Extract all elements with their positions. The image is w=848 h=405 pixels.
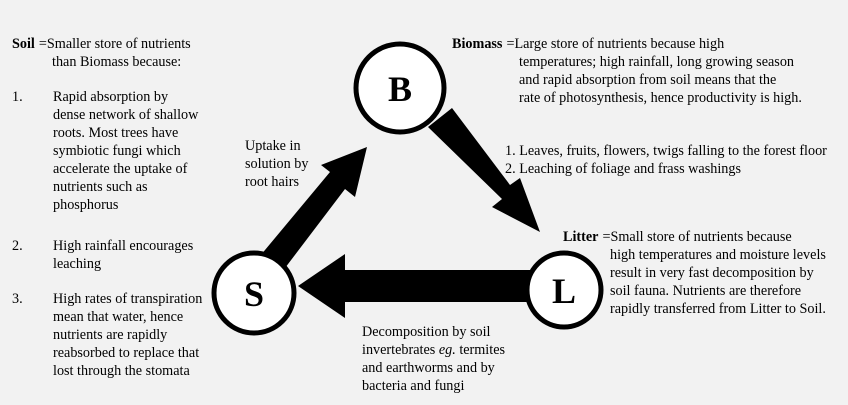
soil-line-1: Smaller store of nutrients	[46, 36, 191, 52]
soil-item-1-line: phosphorus	[53, 197, 119, 213]
decomposition-line-1: Decomposition by soil	[362, 324, 491, 340]
litter-description: Litter=Small store of nutrients because …	[563, 228, 845, 318]
soil-item-3-line: High rates of transpiration	[53, 291, 203, 307]
decomposition-arrow	[298, 254, 544, 318]
soil-item-3: 3. High rates of transpiration mean that…	[12, 290, 253, 380]
soil-item-1-line: symbiotic fungi which	[53, 143, 181, 159]
soil-item-3-num: 3.	[12, 291, 23, 307]
soil-item-3-line: reabsorbed to replace that	[53, 345, 200, 361]
soil-item-2: 2. High rainfall encourages leaching	[12, 237, 243, 273]
decomposition-line-2-em: eg.	[438, 342, 456, 358]
soil-description: Soil=Smaller store of nutrients than Bio…	[12, 35, 222, 71]
litter-line-1: Small store of nutrients because	[610, 229, 792, 245]
decomposition-line-2-post: termites	[455, 342, 506, 358]
litter-eq: =	[602, 229, 611, 245]
decomposition-line-2: invertebrates eg. termites	[362, 341, 562, 359]
litter-line-3: result in very fast decomposition by	[610, 265, 814, 281]
soil-node: S	[211, 250, 297, 336]
soil-item-2-line: High rainfall encourages	[53, 238, 194, 254]
litter-node-letter: L	[552, 271, 576, 311]
litter-node: L	[524, 250, 604, 330]
biomass-node: B	[353, 41, 447, 135]
decomposition-line-2-pre: invertebrates	[362, 342, 439, 358]
biomass-line-1: Large store of nutrients because high	[514, 36, 725, 52]
soil-item-3-line: lost through the stomata	[53, 363, 190, 379]
litter-label: Litter	[563, 229, 599, 245]
litterfall-label-line: 2. Leaching of foliage and frass washing…	[505, 161, 741, 177]
soil-item-2-num: 2.	[12, 238, 23, 254]
soil-line-2: than Biomass because:	[52, 54, 182, 70]
litterfall-arrow	[428, 108, 540, 232]
litter-line-4: soil fauna. Nutrients are therefore	[610, 283, 802, 299]
soil-item-1-line: dense network of shallow	[53, 107, 199, 123]
soil-item-1-line: Rapid absorption by	[53, 89, 169, 105]
biomass-label: Biomass	[452, 36, 503, 52]
uptake-label: Uptake in solution by root hairs	[245, 137, 308, 191]
soil-item-1-line: accelerate the uptake of	[53, 161, 188, 177]
soil-item-1-num: 1.	[12, 89, 23, 105]
decomposition-label: Decomposition by soil invertebrates eg. …	[362, 323, 562, 395]
litter-line-2: high temperatures and moisture levels	[610, 247, 826, 263]
soil-node-letter: S	[244, 274, 264, 314]
soil-eq: =	[38, 36, 47, 52]
litterfall-label-line: 1. Leaves, fruits, flowers, twigs fallin…	[505, 143, 827, 159]
litterfall-label: 1. Leaves, fruits, flowers, twigs fallin…	[505, 142, 845, 178]
soil-item-1: 1. Rapid absorption by dense network of …	[12, 88, 243, 214]
uptake-label-line: Uptake in	[245, 138, 301, 154]
decomposition-line-4: bacteria and fungi	[362, 378, 465, 394]
biomass-node-letter: B	[388, 69, 412, 109]
biomass-description: Biomass=Large store of nutrients because…	[452, 35, 844, 107]
soil-item-3-line: nutrients are rapidly	[53, 327, 168, 343]
biomass-eq: =	[506, 36, 515, 52]
soil-item-3-line: mean that water, hence	[53, 309, 184, 325]
soil-item-1-line: nutrients such as	[53, 179, 148, 195]
uptake-label-line: solution by	[245, 156, 309, 172]
biomass-line-4: rate of photosynthesis, hence productivi…	[519, 90, 802, 106]
uptake-label-line: root hairs	[245, 174, 299, 190]
soil-label: Soil	[12, 36, 35, 52]
biomass-line-2: temperatures; high rainfall, long growin…	[519, 54, 795, 70]
decomposition-line-3: and earthworms and by	[362, 360, 495, 376]
soil-item-2-line: leaching	[53, 256, 102, 272]
soil-item-1-line: roots. Most trees have	[53, 125, 179, 141]
litter-line-5: rapidly transferred from Litter to Soil.	[610, 301, 826, 317]
uptake-arrow	[260, 147, 367, 272]
biomass-line-3: and rapid absorption from soil means tha…	[519, 72, 777, 88]
